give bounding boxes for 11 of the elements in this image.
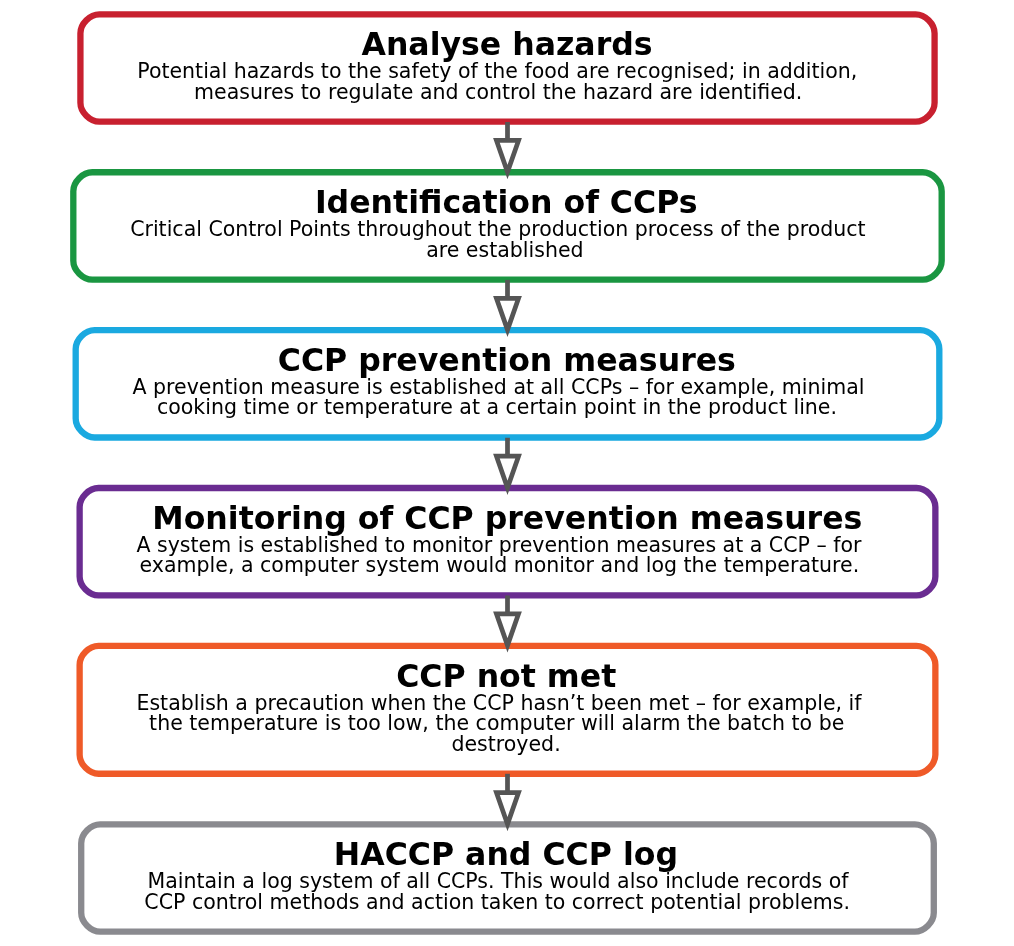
- arrow: [492, 437, 522, 495]
- arrow: [492, 279, 522, 338]
- node-box: CCP not met Establish a precaution when the CCP hasn’t been met – for example, if the temperature is too low, the computer will alarm the batch to be destroyed.: [75, 642, 939, 777]
- arrow: [492, 595, 522, 653]
- node-box: Analyse hazards Potential hazards to the safety of the food are recognised; in addition, measures to regulate and control the hazard are identified.: [76, 11, 938, 125]
- arrow: [492, 773, 522, 832]
- node-box: HACCP and CCP log Maintain a log system of all CCPs. This would also include records of CCP control methods and action taken to correct potential problems.: [77, 821, 937, 935]
- arrow: [492, 122, 522, 180]
- node-box: CCP prevention measures A prevention measure is established at all CCPs – for example, minimal cooking time or temperature at a certain point in the product line.: [72, 326, 942, 441]
- node-box: Identification of CCPs Critical Control Points throughout the production process of the product are established: [69, 169, 945, 283]
- node-box: Monitoring of CCP prevention measures A system is established to monitor prevention measures at a CCP – for example, a computer system would monitor and log the temperature.: [75, 484, 939, 599]
